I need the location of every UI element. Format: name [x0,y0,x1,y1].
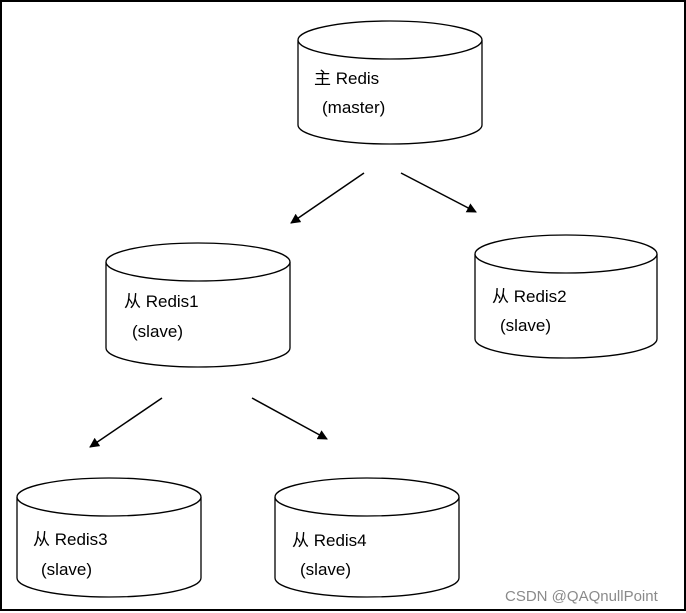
arrow-redis1-to-redis4 [251,397,328,440]
cylinder-top-redis2 [474,234,658,274]
arrow-redis1-to-redis3 [89,397,163,448]
node-redis4-role: (slave) [300,560,351,579]
node-redis4-title: 从 Redis4 [292,531,367,550]
node-redis3-title: 从 Redis3 [33,530,108,549]
node-redis2: 从 Redis2 (slave) [474,234,658,359]
cylinder-redis3 [16,497,202,598]
node-redis1-role: (slave) [132,322,183,341]
cylinder-top-master [297,20,483,60]
cylinder-redis4 [274,497,460,598]
node-redis4: 从 Redis4 (slave) [274,477,460,598]
cylinder-redis1 [105,262,291,368]
cylinder-top-redis1 [105,242,291,282]
watermark-text: CSDN @QAQnullPoint [505,588,659,605]
node-master-role: (master) [322,98,385,117]
cylinder-master [297,40,483,145]
cylinder-top-redis4 [274,477,460,517]
node-redis3: 从 Redis3 (slave) [16,477,202,598]
arrow-master-to-redis1 [290,172,365,224]
node-redis1-title: 从 Redis1 [124,292,199,311]
cylinder-redis2 [474,254,658,359]
node-redis1: 从 Redis1 (slave) [105,242,291,368]
node-redis2-title: 从 Redis2 [492,287,567,306]
node-redis3-role: (slave) [41,560,92,579]
arrow-master-to-redis2 [400,172,477,213]
node-master-title: 主 Redis [314,69,379,88]
cylinder-top-redis3 [16,477,202,517]
node-master: 主 Redis (master) [297,20,483,145]
node-redis2-role: (slave) [500,316,551,335]
